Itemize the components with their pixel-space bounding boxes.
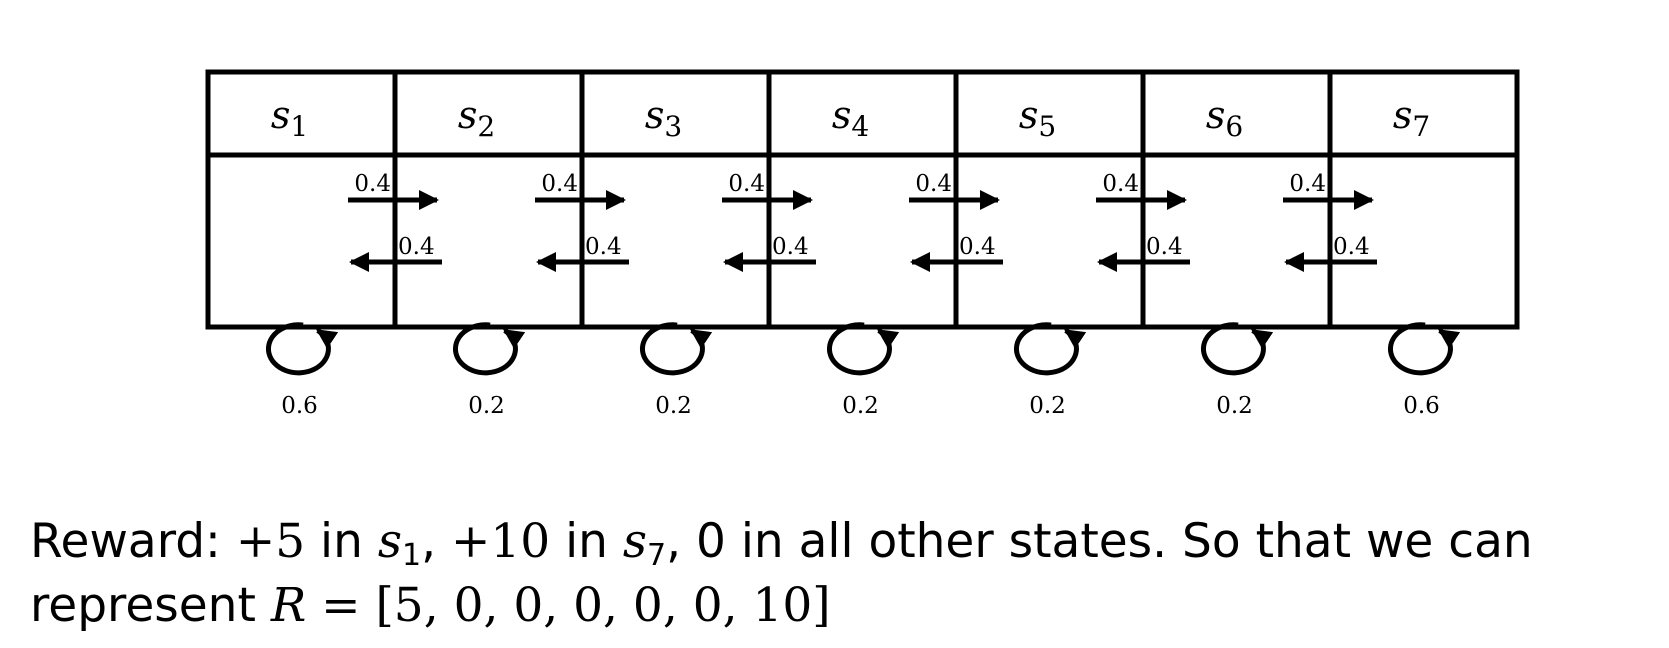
self-loop-prob-2: 0.2 [468, 393, 505, 419]
prob-right-1: 0.4 [354, 171, 391, 197]
self-loop-prob-1: 0.6 [281, 393, 318, 419]
prob-left-4: 0.4 [959, 234, 996, 260]
prob-left-2: 0.4 [585, 234, 622, 260]
self-loop-prob-4: 0.2 [842, 393, 879, 419]
state-label-3: s3 [645, 93, 682, 143]
prob-left-3: 0.4 [772, 234, 809, 260]
transition-arrows: 0.4 0.4 0.4 0.4 0.4 0.4 0.4 0.4 0.4 0.4 0.4 0.4 [348, 171, 1377, 272]
self-loops: 0.6 0.2 0.2 0.2 0.2 0.2 0.6 [266, 322, 1461, 419]
self-loop-prob-5: 0.2 [1029, 393, 1066, 419]
reward-caption: Reward: +5 in s1, +10 in s7, 0 in all ot… [30, 514, 1533, 633]
state-label-7: s7 [1393, 93, 1430, 143]
state-label-4: s4 [832, 93, 869, 143]
self-loop-arrow-3 [640, 322, 713, 376]
prob-left-6: 0.4 [1333, 234, 1370, 260]
prob-left-5: 0.4 [1146, 234, 1183, 260]
self-loop-arrow-1 [266, 322, 339, 376]
state-label-6: s6 [1206, 93, 1243, 143]
self-loop-prob-3: 0.2 [655, 393, 692, 419]
prob-left-1: 0.4 [398, 234, 435, 260]
self-loop-arrow-5 [1014, 322, 1087, 376]
state-labels: s1 s2 s3 s4 s5 s6 s7 [271, 93, 1430, 143]
prob-right-6: 0.4 [1289, 171, 1326, 197]
state-label-2: s2 [458, 93, 495, 143]
self-loop-arrow-2 [453, 322, 526, 376]
prob-right-3: 0.4 [728, 171, 765, 197]
self-loop-arrow-4 [827, 322, 900, 376]
self-loop-prob-6: 0.2 [1216, 393, 1253, 419]
prob-right-2: 0.4 [541, 171, 578, 197]
state-label-5: s5 [1019, 93, 1056, 143]
prob-right-4: 0.4 [915, 171, 952, 197]
self-loop-arrow-6 [1201, 322, 1274, 376]
prob-right-5: 0.4 [1102, 171, 1139, 197]
self-loop-prob-7: 0.6 [1403, 393, 1440, 419]
state-label-1: s1 [271, 93, 308, 143]
self-loop-arrow-7 [1388, 322, 1461, 376]
